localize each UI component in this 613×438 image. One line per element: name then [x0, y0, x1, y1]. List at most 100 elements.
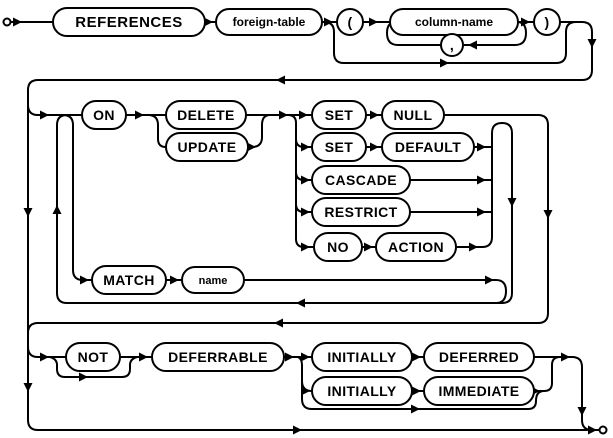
arrow-icon [477, 207, 486, 217]
arrow-icon [23, 383, 33, 392]
node-set-1: SET [311, 100, 367, 130]
keyword-box [91, 265, 167, 295]
node-comma: , [440, 33, 464, 57]
keyword-label: IMMEDIATE [438, 383, 519, 399]
arrow-icon [79, 372, 88, 382]
arrow-icon [477, 142, 486, 152]
arrow-icon [440, 58, 449, 68]
arrow-icon [139, 352, 148, 362]
keyword-box [65, 342, 121, 372]
arrow-icon [293, 425, 302, 435]
arrow-icon [485, 275, 494, 285]
keyword-box [423, 342, 535, 372]
arrow-icon [13, 17, 22, 27]
keyword-label: UPDATE [178, 139, 237, 155]
arrow-icon [279, 110, 288, 120]
node-not: NOT [65, 342, 121, 372]
nonterminal-label: name [199, 275, 228, 287]
arrow-icon [301, 386, 310, 396]
punctuation-label: ) [544, 14, 549, 30]
punctuation-label: ( [347, 14, 352, 30]
keyword-label: DELETE [177, 107, 235, 123]
keyword-box [81, 100, 127, 130]
keyword-box [375, 232, 457, 262]
keyword-box [311, 342, 413, 372]
keyword-box [165, 100, 247, 130]
node-match: MATCH [91, 265, 167, 295]
arrow-icon [301, 142, 310, 152]
arrow-icon [285, 352, 294, 362]
arrow-icon [296, 298, 305, 308]
keyword-label: SET [325, 139, 353, 155]
node-no: NO [313, 232, 363, 262]
end-terminal [598, 425, 608, 435]
keyword-label: DEFERRED [439, 349, 519, 365]
node-column-name: column-name [389, 8, 519, 36]
keyword-box [381, 132, 475, 162]
keyword-box [52, 7, 206, 37]
arrow-icon [543, 210, 553, 219]
node-deferrable: DEFERRABLE [151, 342, 285, 372]
keyword-box [311, 100, 367, 130]
arrow-icon [301, 207, 310, 217]
keyword-label: DEFERRABLE [168, 349, 268, 365]
keyword-label: INITIALLY [327, 349, 396, 365]
arrow-icon [299, 110, 308, 120]
arrow-icon [170, 275, 179, 285]
arrow-icon [370, 142, 379, 152]
keyword-label: NOT [78, 349, 109, 365]
arrow-icon [369, 17, 378, 27]
keyword-label: MATCH [103, 272, 155, 288]
keyword-label: DEFAULT [395, 139, 461, 155]
punctuation-circle [533, 8, 561, 36]
node-action: ACTION [375, 232, 457, 262]
arrow-icon [135, 110, 144, 120]
arrow-icon [274, 318, 283, 328]
wire-paren-skip [323, 21, 577, 64]
node-foreign-table: foreign-table [215, 8, 323, 36]
node-delete: DELETE [165, 100, 247, 130]
keyword-box [313, 232, 363, 262]
arrow-icon [301, 352, 310, 362]
node-cascade: CASCADE [311, 165, 411, 195]
arrow-icon [469, 242, 478, 252]
keyword-box [151, 342, 285, 372]
node-set-2: SET [311, 132, 367, 162]
keyword-label: NO [327, 239, 349, 255]
arrow-icon [370, 110, 379, 120]
arrow-icon [411, 404, 420, 414]
keyword-box [311, 197, 411, 227]
node-references: REFERENCES [52, 7, 206, 37]
arrow-icon [521, 17, 530, 27]
node-null: NULL [381, 100, 445, 130]
arrow-icon [587, 39, 597, 48]
node-immediate: IMMEDIATE [423, 376, 535, 406]
keyword-box [311, 376, 413, 406]
keyword-box [423, 376, 535, 406]
node-initially-2: INITIALLY [311, 376, 413, 406]
arrow-icon [412, 386, 421, 396]
node-on: ON [81, 100, 127, 130]
keyword-box [311, 165, 411, 195]
keyword-label: CASCADE [325, 172, 397, 188]
punctuation-circle [336, 8, 364, 36]
keyword-label: NULL [394, 107, 433, 123]
arrow-icon [468, 40, 477, 50]
arrow-icon [588, 425, 597, 435]
arrow-icon [276, 75, 285, 85]
node-default: DEFAULT [381, 132, 475, 162]
arrow-icon [40, 110, 49, 120]
node-restrict: RESTRICT [311, 197, 411, 227]
node-lparen: ( [336, 8, 364, 36]
punctuation-label: , [450, 37, 454, 53]
start-terminal [2, 17, 12, 27]
keyword-label: REFERENCES [75, 14, 183, 31]
nonterminal-label: foreign-table [233, 15, 306, 29]
arrow-icon [80, 275, 89, 285]
arrow-icon [52, 205, 62, 214]
arrow-icon [577, 407, 587, 416]
node-name: name [181, 266, 245, 294]
nonterminal-label: column-name [415, 15, 493, 29]
